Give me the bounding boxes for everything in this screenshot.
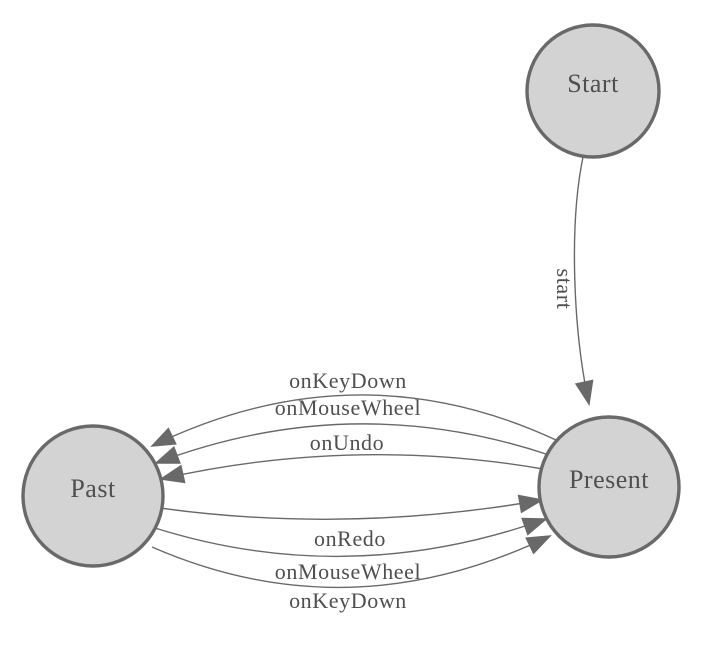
past-node-label: Past bbox=[70, 474, 116, 503]
start-node-label: Start bbox=[567, 69, 619, 98]
edge-present-to-past-onundo bbox=[159, 453, 544, 484]
edge-past-to-present-onredo bbox=[159, 494, 544, 520]
edge-past-to-present-onmousewheel bbox=[154, 517, 548, 558]
edge-label-group: start onKeyDown onMouseWheel onUndo onRe… bbox=[275, 269, 577, 613]
edge-label-onkeydown-top: onKeyDown bbox=[289, 368, 407, 393]
edge-present-to-past-onmousewheel bbox=[154, 423, 550, 464]
edge-label-start: start bbox=[552, 269, 577, 310]
edge-label-onmousewheel-bottom: onMouseWheel bbox=[275, 559, 422, 584]
edge-label-onmousewheel-top: onMouseWheel bbox=[275, 395, 422, 420]
past-node-circle bbox=[21, 424, 165, 568]
node-present: Present bbox=[537, 415, 681, 559]
present-node-label: Present bbox=[569, 465, 649, 494]
edge-start-to-present bbox=[573, 156, 594, 406]
edge-present-to-past-onkeydown bbox=[150, 394, 557, 447]
edge-label-onredo: onRedo bbox=[314, 526, 386, 551]
edge-label-onundo: onUndo bbox=[310, 430, 385, 455]
node-past: Past bbox=[21, 424, 165, 568]
present-node-circle bbox=[537, 415, 681, 559]
edge-past-to-present-onkeydown bbox=[151, 535, 552, 589]
edge-label-onkeydown-bottom: onKeyDown bbox=[289, 588, 407, 613]
start-node-circle bbox=[525, 23, 661, 159]
edge-group bbox=[150, 156, 594, 589]
node-start: Start bbox=[525, 23, 661, 159]
